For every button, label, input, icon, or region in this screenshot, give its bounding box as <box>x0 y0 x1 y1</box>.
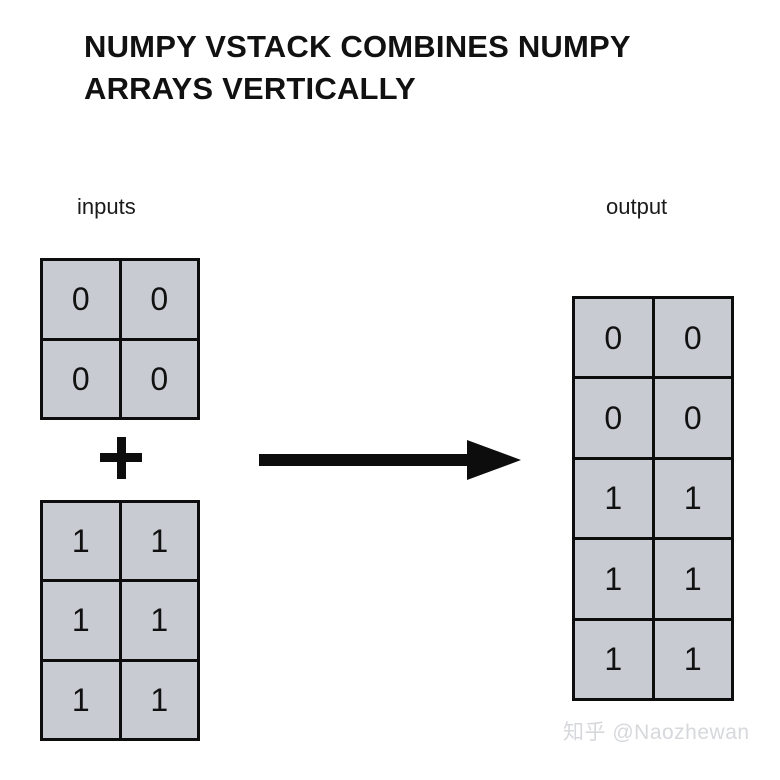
input-array-b: 1 1 1 1 1 1 <box>40 500 200 741</box>
cell: 0 <box>121 261 197 338</box>
cell: 1 <box>121 661 197 738</box>
arrow-right-icon <box>259 431 521 489</box>
cell: 0 <box>654 379 731 457</box>
cell: 1 <box>43 582 119 659</box>
cell: 0 <box>575 379 652 457</box>
input-array-a: 0 0 0 0 <box>40 258 200 420</box>
plus-bar-vertical <box>117 437 126 479</box>
cell: 1 <box>43 661 119 738</box>
cell: 0 <box>43 340 119 417</box>
cell: 1 <box>654 459 731 538</box>
cell: 1 <box>654 620 731 698</box>
cell: 1 <box>575 620 652 698</box>
cell: 1 <box>654 540 731 618</box>
cell: 1 <box>575 540 652 618</box>
cell: 0 <box>121 340 197 417</box>
page-title: NUMPY VSTACK COMBINES NUMPY ARRAYS VERTI… <box>84 29 631 106</box>
output-label: output <box>606 194 668 219</box>
cell: 1 <box>121 503 197 580</box>
watermark: 知乎 @Naozhewan <box>563 721 750 744</box>
cell: 0 <box>43 261 119 338</box>
cell: 0 <box>575 299 652 377</box>
output-array: 0 0 0 0 1 1 1 1 1 1 <box>572 296 734 701</box>
plus-icon <box>100 437 142 479</box>
cell: 1 <box>121 582 197 659</box>
cell: 1 <box>43 503 119 580</box>
cell: 0 <box>654 299 731 377</box>
inputs-label: inputs <box>77 194 136 219</box>
cell: 1 <box>575 459 652 538</box>
